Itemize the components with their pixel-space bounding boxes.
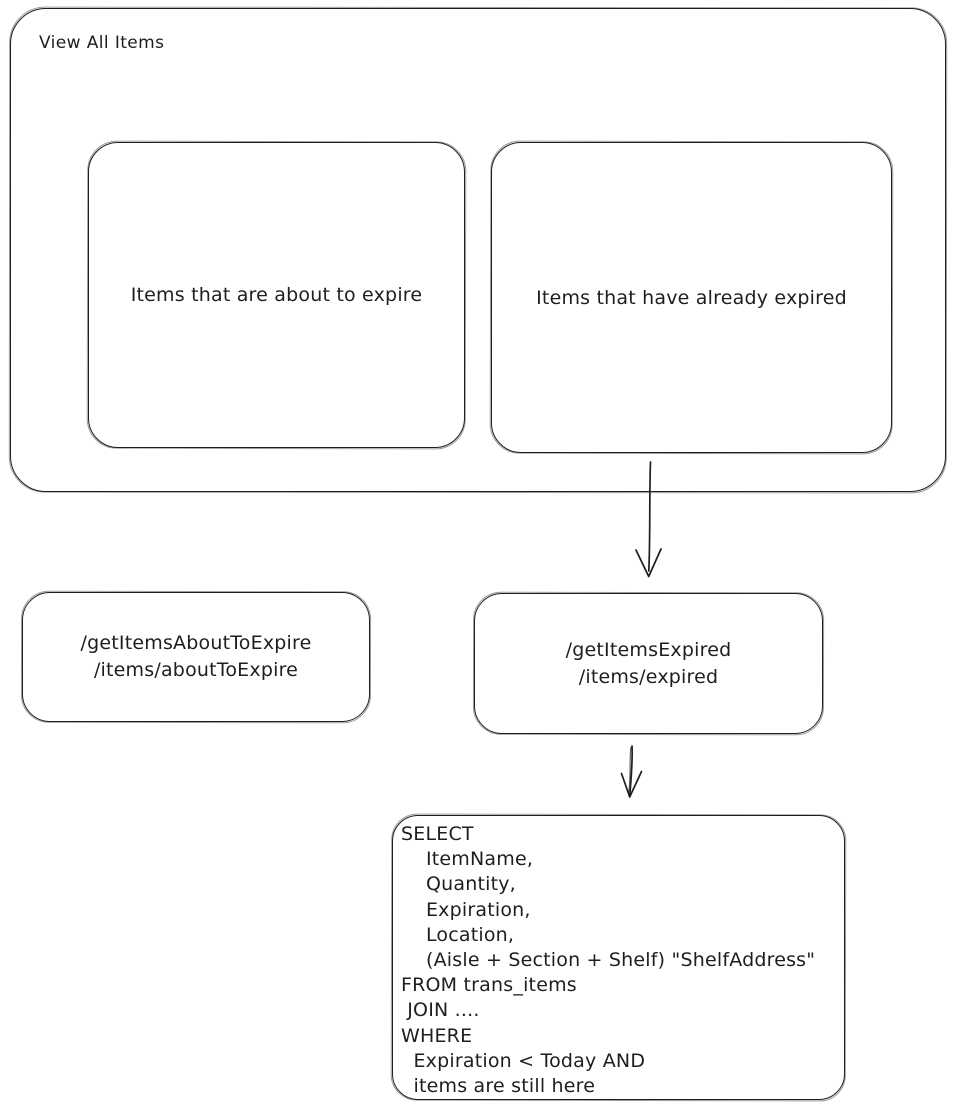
view-all-items-container: View All Items: [10, 8, 946, 492]
node-sql-query: SELECT ItemName, Quantity, Expiration, L…: [392, 815, 845, 1100]
edge-arrow-endpoint-to-sql: [620, 745, 643, 798]
sql-query-text: SELECT ItemName, Quantity, Expiration, L…: [401, 823, 816, 1098]
endpoint-paths: /getItemsAboutToExpire /items/aboutToExp…: [80, 632, 312, 681]
node-endpoint-expired: /getItemsExpired /items/expired: [474, 593, 823, 734]
node-label: Items that have already expired: [536, 286, 847, 309]
node-endpoint-about-to-expire: /getItemsAboutToExpire /items/aboutToExp…: [22, 592, 370, 722]
node-items-already-expired: Items that have already expired: [491, 142, 892, 453]
node-items-about-to-expire: Items that are about to expire: [88, 142, 465, 448]
node-label: Items that are about to expire: [130, 284, 423, 306]
container-title: View All Items: [39, 33, 165, 53]
endpoint-paths: /getItemsExpired /items/expired: [565, 638, 732, 688]
